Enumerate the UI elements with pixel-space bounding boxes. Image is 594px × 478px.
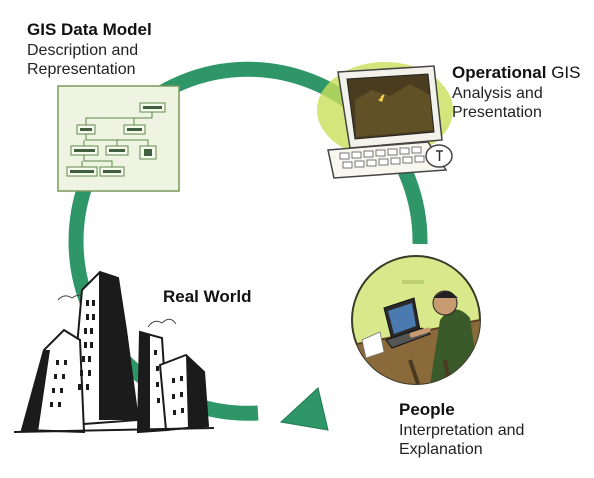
gis-data-model-title: GIS Data Model [27, 20, 152, 39]
gis-data-model-line2: Representation [27, 61, 136, 79]
cycle-arrowhead [279, 387, 329, 431]
real-world-label: Real World [163, 287, 251, 308]
people-line2: Explanation [399, 441, 483, 459]
gis-data-model-line1: Description and [27, 41, 139, 59]
people-title: People [399, 400, 455, 419]
operational-gis-title-b: GIS [551, 63, 581, 82]
gis-data-model-label: GIS Data Model Description and Represent… [27, 20, 152, 80]
operational-gis-title-a: Operational [452, 63, 547, 82]
operational-gis-label: Operational GIS Analysis and Presentatio… [452, 63, 581, 123]
people-label: People Interpretation and Explanation [399, 400, 524, 460]
people-line1: Interpretation and [399, 421, 525, 439]
real-world-title: Real World [163, 287, 252, 306]
operational-gis-line1: Analysis and [452, 84, 543, 102]
operational-gis-line2: Presentation [452, 104, 542, 122]
operational-gis-title: Operational GIS [452, 63, 581, 84]
